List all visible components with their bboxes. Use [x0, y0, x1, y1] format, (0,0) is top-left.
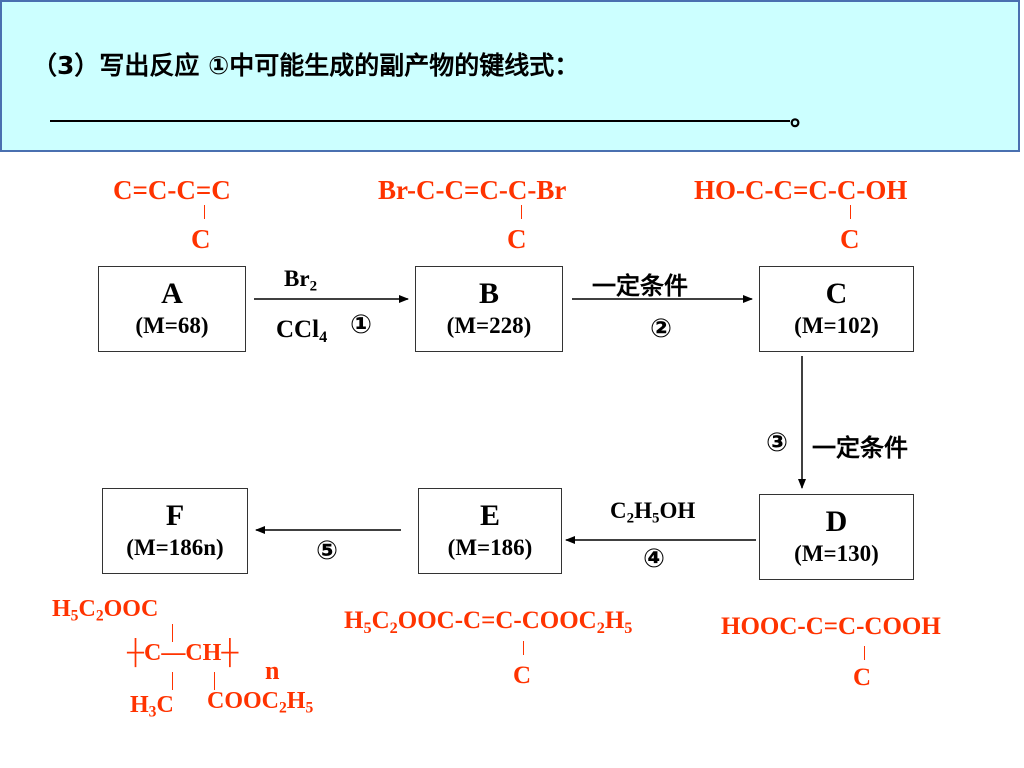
compound-c-letter: C	[825, 277, 848, 310]
compound-box-f: F (M=186n)	[102, 488, 248, 574]
compound-d-letter: D	[825, 505, 848, 538]
step1-number: ①	[350, 310, 373, 340]
structure-d-bond	[864, 646, 865, 660]
step3-condition: 一定条件	[812, 434, 908, 462]
structure-f-n: n	[265, 656, 280, 685]
structure-a-bond	[204, 205, 205, 219]
structure-a-branch: C	[191, 224, 211, 254]
structure-e-main: H5C2OOC-C=C-COOC2H5	[344, 607, 633, 637]
structure-d-main: HOOC-C=C-COOH	[721, 613, 941, 640]
question-text: （3）写出反应 ①中可能生成的副产物的键线式：	[32, 51, 580, 80]
structure-d-branch: C	[853, 664, 872, 691]
structure-c-branch: C	[840, 224, 860, 254]
structure-f-chain: ┼C—CH┼	[127, 640, 239, 666]
compound-box-d: D (M=130)	[759, 494, 914, 580]
structure-c-bond	[850, 205, 851, 219]
compound-b-mass: (M=228)	[446, 313, 532, 338]
step5-number: ⑤	[316, 536, 339, 566]
structure-b-bond	[521, 205, 522, 219]
structure-f-bond-right	[214, 672, 215, 690]
structure-b-branch: C	[507, 224, 527, 254]
compound-b-letter: B	[478, 277, 499, 310]
compound-e-mass: (M=186)	[447, 535, 533, 560]
compound-a-letter: A	[161, 277, 183, 310]
step3-number: ③	[766, 428, 789, 458]
step4-number: ④	[643, 544, 666, 574]
compound-e-letter: E	[479, 499, 500, 532]
question-period: 。	[790, 102, 817, 132]
compound-f-letter: F	[165, 499, 185, 532]
step4-reagent: C2H5OH	[610, 498, 696, 527]
compound-box-a: A (M=68)	[98, 266, 246, 352]
question-panel: （3）写出反应 ①中可能生成的副产物的键线式： 。	[0, 0, 1020, 152]
structure-a-main: C=C-C=C	[113, 175, 231, 205]
compound-d-mass: (M=130)	[794, 541, 879, 566]
step2-number: ②	[650, 314, 673, 344]
answer-blank	[50, 120, 790, 122]
compound-box-e: E (M=186)	[418, 488, 562, 574]
step2-condition: 一定条件	[592, 272, 688, 300]
structure-c-main: HO-C-C=C-C-OH	[694, 175, 908, 205]
structure-e-bond	[523, 641, 524, 655]
structure-f-top: H5C2OOC	[52, 596, 159, 625]
structure-f-right: COOC2H5	[207, 688, 314, 717]
step1-reagent-top: Br2	[284, 266, 318, 295]
step1-reagent-bottom: CCl4	[276, 316, 328, 346]
structure-e-branch: C	[513, 662, 532, 689]
compound-a-mass: (M=68)	[135, 313, 209, 338]
compound-box-c: C (M=102)	[759, 266, 914, 352]
compound-c-mass: (M=102)	[794, 313, 879, 338]
compound-box-b: B (M=228)	[415, 266, 563, 352]
compound-f-mass: (M=186n)	[126, 535, 224, 560]
structure-f-left: H3C	[130, 692, 174, 721]
structure-b-main: Br-C-C=C-C-Br	[378, 175, 567, 205]
structure-f-bond-top	[172, 624, 173, 642]
structure-f-bond-left	[172, 672, 173, 690]
